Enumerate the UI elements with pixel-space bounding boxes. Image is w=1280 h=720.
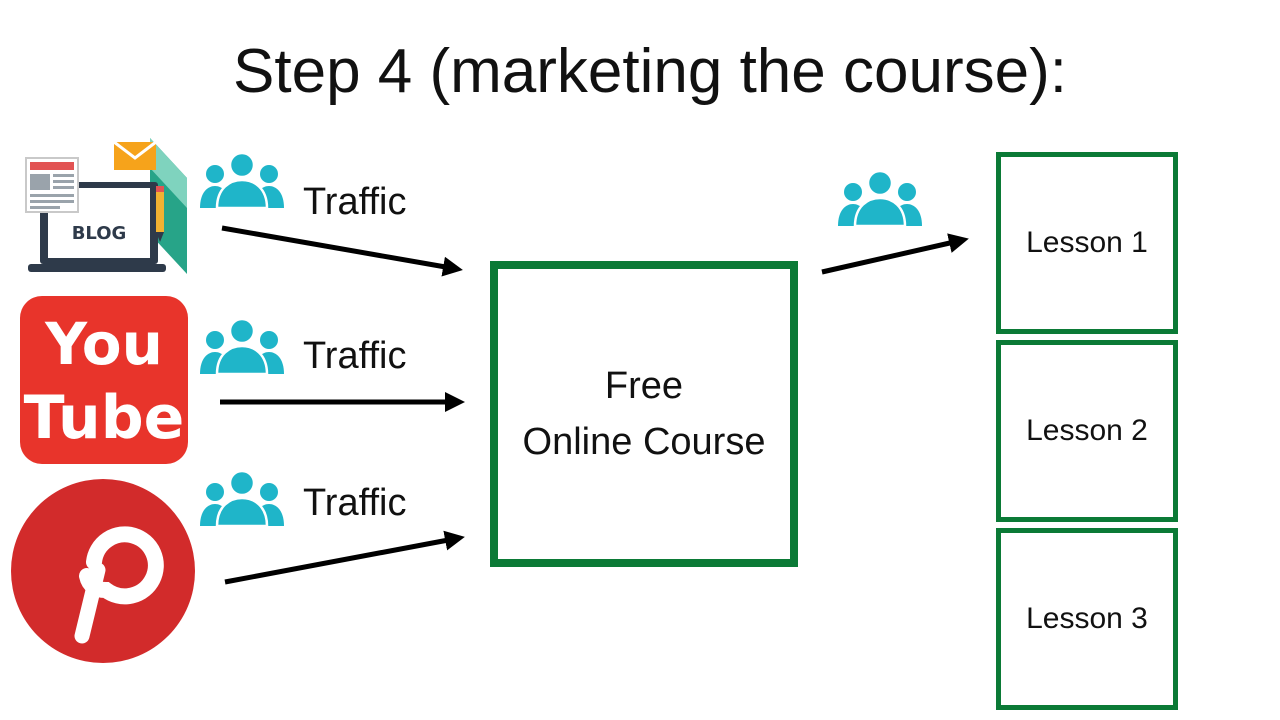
arrow-icon	[221, 225, 463, 277]
free-online-course-box: Free Online Course	[490, 261, 798, 567]
people-icon	[838, 170, 922, 228]
lesson-box-1: Lesson 1	[996, 152, 1178, 334]
people-icon	[200, 318, 284, 376]
traffic-label-pinterest: Traffic	[303, 482, 407, 524]
lesson-label: Lesson 2	[1026, 414, 1148, 447]
traffic-label-youtube: Traffic	[303, 335, 407, 377]
blog-label: BLOG	[72, 223, 127, 244]
youtube-logo-icon: You Tube	[20, 296, 188, 464]
lesson-box-3: Lesson 3	[996, 528, 1178, 710]
pinterest-logo-icon	[11, 479, 195, 663]
youtube-label-bottom: Tube	[24, 383, 185, 453]
arrow-icon	[821, 233, 969, 275]
people-icon	[200, 152, 284, 210]
youtube-label-top: You	[44, 310, 163, 378]
lesson-box-2: Lesson 2	[996, 340, 1178, 522]
course-line-2: Online Course	[522, 421, 766, 463]
traffic-label-blog: Traffic	[303, 181, 407, 223]
people-icon	[200, 470, 284, 528]
blog-laptop-icon: BLOG	[25, 138, 187, 274]
course-line-1: Free	[604, 365, 684, 407]
lesson-label: Lesson 1	[1026, 226, 1148, 259]
page-title: Step 4 (marketing the course):	[233, 37, 1067, 106]
arrow-icon	[224, 530, 465, 585]
lesson-label: Lesson 3	[1026, 602, 1148, 635]
